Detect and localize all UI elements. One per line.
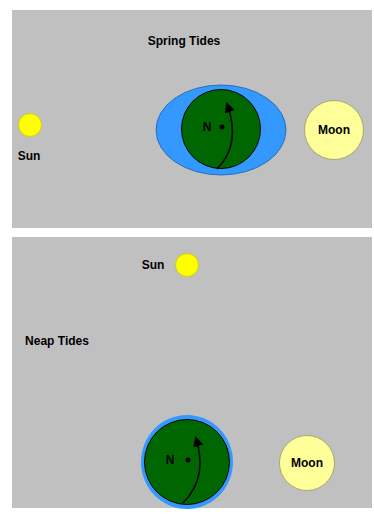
node-text: N bbox=[166, 453, 175, 467]
node-text: N bbox=[203, 120, 212, 134]
neap-panel bbox=[12, 237, 372, 508]
sun-circle: Sun bbox=[18, 113, 42, 137]
node-text: Moon bbox=[318, 123, 350, 137]
north-pole-dot bbox=[220, 125, 225, 130]
tidal-bulge bbox=[141, 415, 233, 509]
north-pole-dot bbox=[186, 458, 191, 463]
spring-panel bbox=[12, 10, 372, 228]
sun-circle: Sun bbox=[175, 253, 199, 277]
moon-circle: Moon bbox=[279, 435, 335, 491]
node-text: Moon bbox=[291, 456, 323, 470]
node-text: Sun bbox=[18, 149, 41, 163]
rotation-arrow bbox=[183, 438, 200, 503]
moon-circle: Moon bbox=[304, 100, 364, 160]
tidal-bulge bbox=[156, 85, 286, 175]
rotation-arrow bbox=[217, 104, 232, 169]
panel-heading: Spring Tides bbox=[148, 34, 220, 48]
sun-circle-outline bbox=[175, 253, 199, 277]
panel-heading: Neap Tides bbox=[25, 334, 89, 348]
node-text: Sun bbox=[142, 258, 165, 272]
sun-circle-outline bbox=[18, 113, 42, 137]
